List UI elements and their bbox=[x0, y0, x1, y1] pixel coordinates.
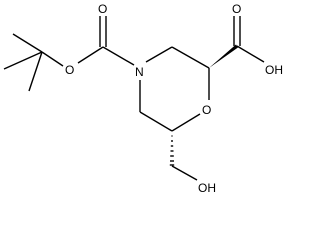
bond-quaternary-c-to-o bbox=[41, 51, 64, 67]
morpholine-ring bbox=[139, 46, 210, 132]
tert-butyl-group bbox=[3, 33, 64, 92]
wedge-bond-c2-to-cooh bbox=[209, 44, 238, 68]
boc-carbamate-group bbox=[77, 16, 135, 66]
atom-label-ester-carbonyl-o: O bbox=[98, 2, 107, 16]
atom-label-hydroxyl: OH bbox=[198, 181, 216, 195]
bond-ch2-to-oh bbox=[171, 165, 198, 181]
carboxylic-acid-group bbox=[209, 16, 265, 68]
atom-label-acid-carbonyl-o: O bbox=[232, 2, 241, 16]
bond-c6-to-c5 bbox=[139, 111, 173, 132]
bond-methyl-2 bbox=[3, 51, 43, 70]
bond-acid-c-to-oh bbox=[236, 45, 265, 63]
bond-c3-to-c2 bbox=[171, 46, 210, 69]
bond-n-to-c3 bbox=[145, 46, 173, 63]
bond-carbonyl-c-to-n bbox=[102, 46, 135, 66]
bond-o1-to-c6 bbox=[171, 113, 201, 132]
bond-methyl-1 bbox=[12, 33, 43, 53]
hydroxymethyl-group bbox=[169, 135, 198, 181]
bond-o-to-carbonyl-c bbox=[77, 46, 104, 64]
atom-label-ester-o: O bbox=[65, 63, 74, 77]
atom-label-acid-oh: OH bbox=[265, 63, 283, 77]
chemical-structure-diagram: O O N O OH O OH bbox=[3, 2, 283, 195]
bond-methyl-3 bbox=[28, 51, 43, 92]
atom-label-ring-o: O bbox=[202, 103, 211, 117]
atom-label-ring-n: N bbox=[135, 65, 144, 79]
